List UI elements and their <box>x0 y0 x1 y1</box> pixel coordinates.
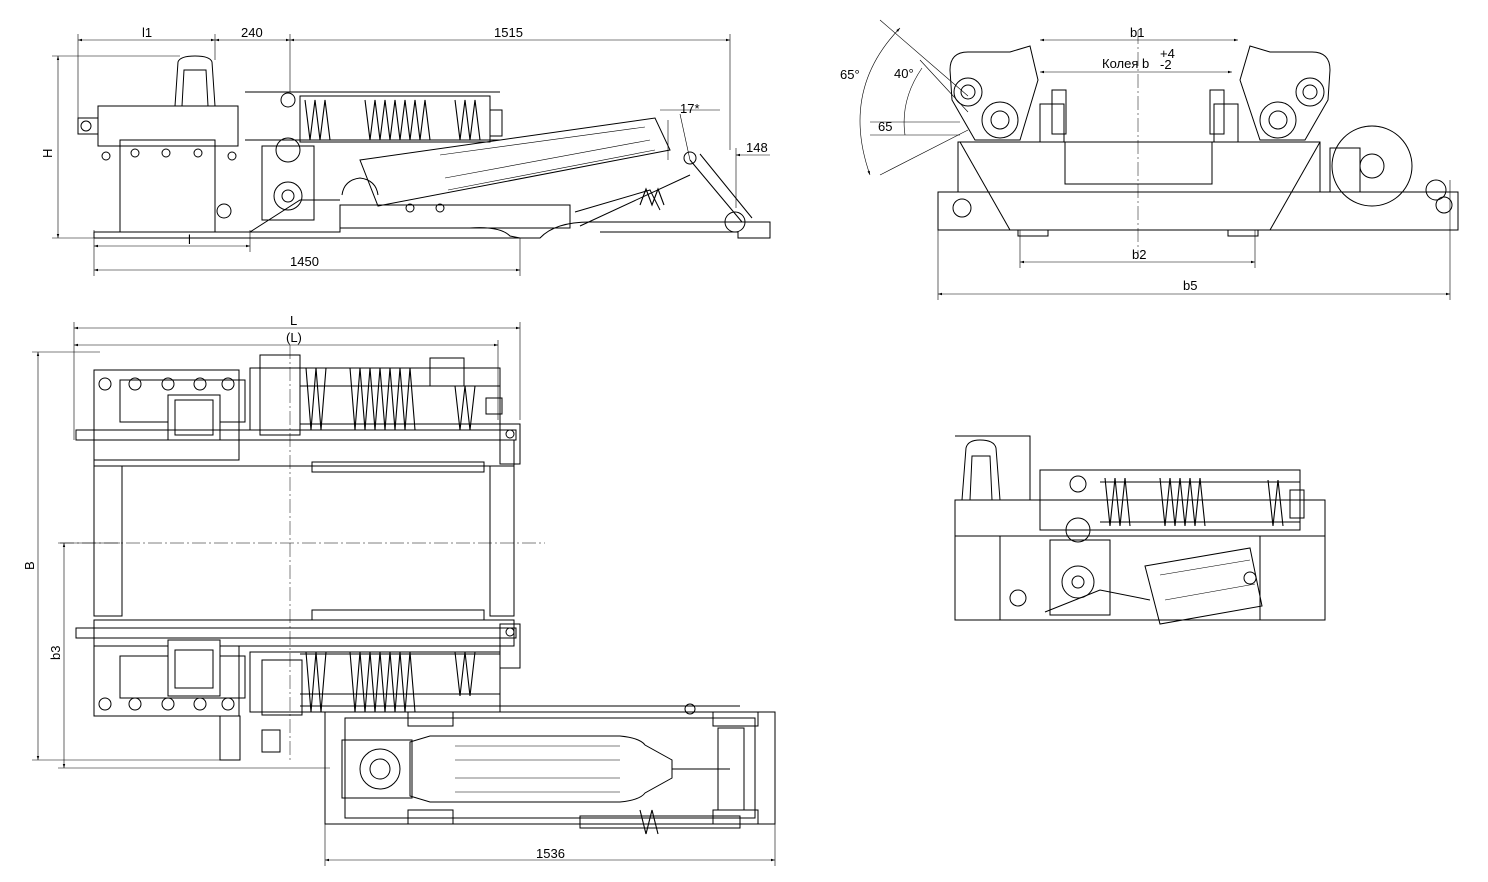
detail-view <box>954 435 1326 625</box>
dim-label-1450: 1450 <box>290 254 319 269</box>
front-view: b1 Колея b +4 -2 65° 40° 65 b2 b5 <box>840 19 1459 300</box>
dim-label-tol-plus: +4 <box>1160 46 1175 61</box>
dim-label-40deg: 40° <box>894 66 914 81</box>
plan-view-springs <box>305 367 476 713</box>
dim-label-track-gauge: Колея b <box>1102 56 1149 71</box>
front-view-frame <box>937 45 1459 237</box>
side-view-springs <box>304 99 665 207</box>
dim-label-b2: b2 <box>1132 247 1146 262</box>
side-view-dimensions: l1 240 1515 H l 1450 17* 148 <box>40 25 770 276</box>
plan-view-frame <box>75 354 776 835</box>
plan-view-dimensions: L (L) B b3 1536 <box>22 313 776 866</box>
dim-label-tol-minus: -2 <box>1160 57 1172 72</box>
dim-label-L: L <box>290 313 297 328</box>
dim-label-b3: b3 <box>48 646 63 660</box>
dim-label-l1: l1 <box>142 25 152 40</box>
dim-label-1536: 1536 <box>536 846 565 861</box>
dim-label-l: l <box>188 232 191 247</box>
dim-label-H: H <box>40 149 55 158</box>
dim-label-1515: 1515 <box>494 25 523 40</box>
plan-view-bolts <box>98 377 515 711</box>
side-view: l1 240 1515 H l 1450 17* 148 <box>40 25 771 276</box>
dim-label-148: 148 <box>746 140 768 155</box>
dim-label-b1: b1 <box>1130 25 1144 40</box>
dim-label-65: 65 <box>878 119 892 134</box>
front-view-dimensions: b1 Колея b +4 -2 65° 40° 65 b2 b5 <box>840 19 1451 300</box>
plan-view: L (L) B b3 1536 <box>22 313 776 866</box>
dim-label-240: 240 <box>241 25 263 40</box>
dim-label-L-paren: (L) <box>286 330 302 345</box>
dim-label-B: B <box>22 561 37 570</box>
dim-label-65deg: 65° <box>840 67 860 82</box>
dim-label-b5: b5 <box>1183 278 1197 293</box>
side-view-frame <box>77 55 771 239</box>
side-view-bolts <box>101 148 445 213</box>
dim-label-17: 17* <box>680 101 700 116</box>
